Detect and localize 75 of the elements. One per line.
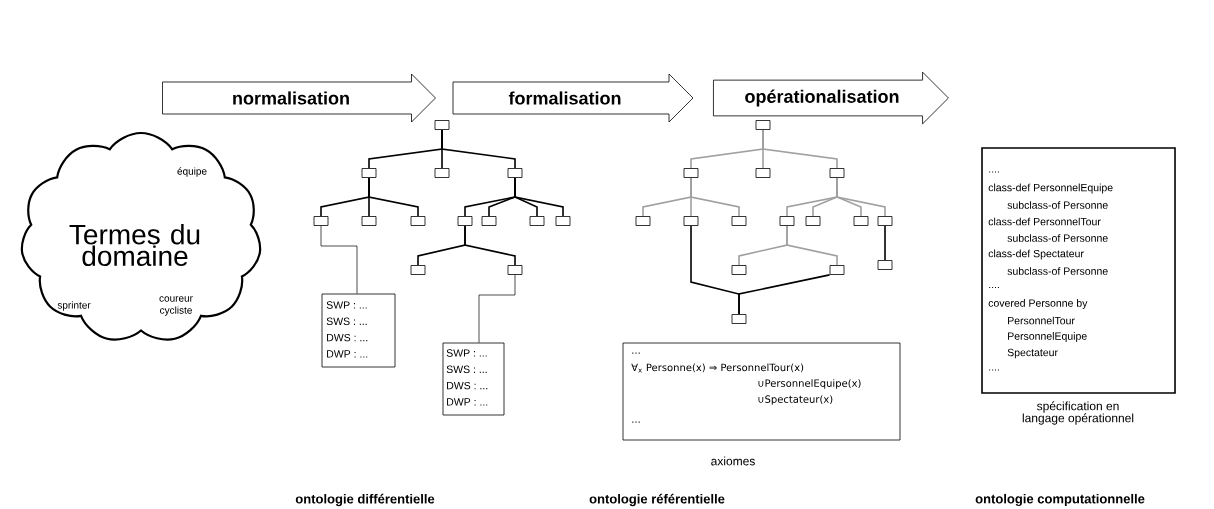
ontology-label: ontologie référentielle (589, 493, 725, 507)
tree-node-box (683, 216, 699, 226)
tree-node-box (361, 168, 377, 178)
tree-node-box (313, 216, 329, 226)
tree-node-box (434, 120, 450, 130)
node-label: axiomes (711, 456, 755, 466)
term-text: sprinter (57, 301, 91, 311)
leader-line (478, 274, 516, 343)
tree-branch (786, 225, 838, 266)
text-line: SWP : ... (446, 349, 487, 357)
text-line: PersonnelEquipe (1008, 332, 1087, 342)
text-line: .... (989, 369, 999, 371)
text-line: DWP : ... (447, 398, 488, 406)
text-line: ∪PersonnelEquipe(x) (758, 379, 861, 389)
tree-node-box (731, 314, 747, 324)
tree-node-box (853, 216, 869, 226)
tree-node-box (529, 216, 545, 226)
term-text: équipe (177, 167, 207, 177)
tree-node-box (507, 168, 523, 178)
text-line: DWS : ... (447, 381, 488, 390)
tree-node-box (731, 216, 747, 226)
text-line: ∀$_{x}$ Personne(x) ⇒ PersonnelTour(x) (631, 363, 804, 373)
tree-node-box (555, 216, 571, 226)
ontology-label: ontologie computationnelle (975, 493, 1145, 507)
tree-node-box (683, 168, 699, 178)
tree-branch (690, 177, 740, 217)
tree-node-box (410, 216, 426, 226)
text-line: ... (632, 352, 640, 354)
tree-node-box (877, 260, 893, 270)
tree-node-box (755, 168, 771, 178)
term-text: coureur cycliste (159, 296, 193, 316)
cloud-title: Termes du domaine (69, 223, 200, 267)
tree-branch (441, 129, 516, 169)
tree-branch (738, 274, 831, 315)
tree-node-box (877, 216, 893, 226)
tree-node-box (805, 216, 821, 226)
tree-node-box (635, 216, 651, 226)
tree-node-box (755, 120, 771, 130)
text-line: class-def PersonnelEquipe (988, 183, 1113, 194)
text-line: subclass-of Personne (1007, 267, 1108, 275)
node-label: spécification en langage opérationnel (1022, 401, 1134, 425)
text-line: SWS : ... (446, 365, 487, 374)
text-line: PersonnelTour (1008, 316, 1075, 325)
ontology-label: ontologie différentielle (295, 493, 435, 507)
tree-node-box (457, 216, 473, 226)
text-line: subclass-of Personne (1007, 201, 1108, 209)
text-line: SWS : ... (326, 317, 367, 326)
tree-branch (884, 225, 886, 261)
text-line: .... (989, 286, 999, 289)
text-line: DWS : ... (327, 333, 368, 342)
text-line: subclass-of Personne (1007, 234, 1108, 242)
tree-branch (514, 177, 564, 217)
tree-branch (762, 129, 838, 169)
tree-node-box (410, 265, 426, 275)
tree-node-box (434, 168, 450, 178)
text-line: SWP : ... (326, 301, 367, 309)
text-line: DWP : ... (327, 350, 368, 358)
text-line: ... (632, 421, 640, 423)
leader-line (320, 225, 358, 294)
text-line: .... (989, 171, 999, 173)
text-line: class-def Spectateur (988, 249, 1084, 260)
tree-branch (368, 177, 419, 217)
tree-node-box (779, 216, 795, 226)
tree-node-box (507, 265, 523, 275)
tree-node-box (731, 265, 747, 275)
tree-node-box (829, 265, 845, 275)
tree-branch (464, 225, 516, 266)
text-line: covered Personne by (988, 299, 1088, 309)
text-line: Spectateur (1007, 348, 1058, 359)
text-line: ∪Spectateur(x) (758, 395, 833, 405)
tree-node-box (361, 216, 377, 226)
tree-node-box (829, 168, 845, 178)
text-line: class-def PersonnelTour (988, 217, 1101, 226)
tree-node-box (481, 216, 497, 226)
tree-branch (836, 177, 886, 217)
